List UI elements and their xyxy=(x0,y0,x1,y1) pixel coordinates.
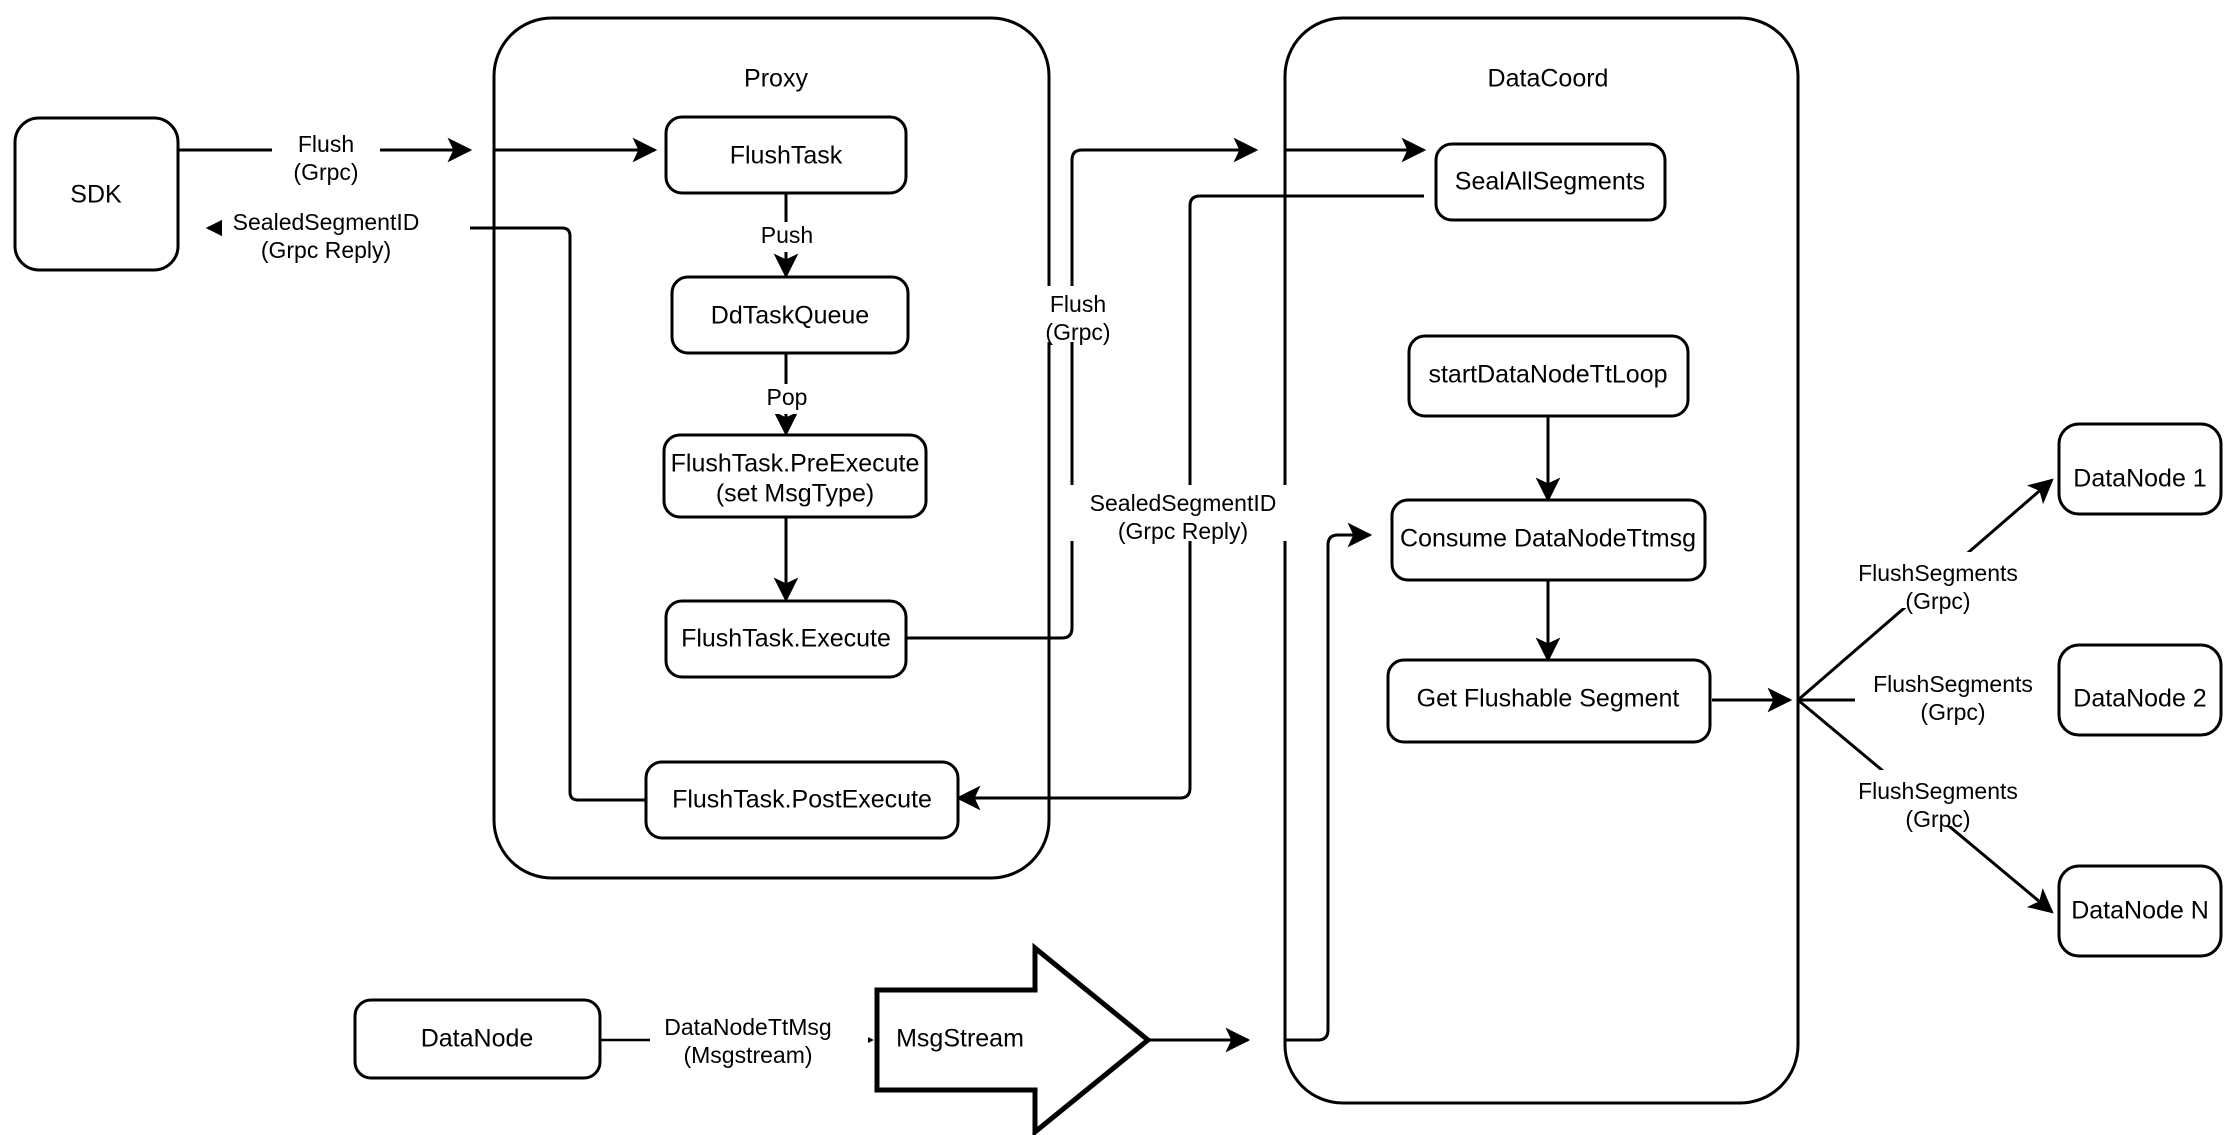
label-bg-sdk-to-proxy xyxy=(272,125,380,181)
datacoord-title: DataCoord xyxy=(1488,65,1609,93)
preexecute-label-line1: FlushTask.PreExecute xyxy=(671,450,920,478)
datanode2-label: DataNode 2 xyxy=(2073,685,2206,713)
datanode-bottom-label: DataNode xyxy=(421,1025,534,1053)
label-flush-datanoden: FlushSegments (Grpc) xyxy=(1840,770,2040,832)
label-flushsegments-dnn-line2: (Grpc) xyxy=(1905,806,1970,832)
label-bg-pop xyxy=(750,384,824,414)
sealallsegments-label: SealAllSegments xyxy=(1455,168,1645,196)
datanoden-label: DataNode N xyxy=(2071,897,2209,925)
consume-datanodettmsg-box[interactable] xyxy=(1390,498,1707,582)
label-bg-push xyxy=(744,222,830,252)
label-pop-text: Pop xyxy=(767,384,808,410)
get-flushable-segment-label: Get Flushable Segment xyxy=(1417,685,1680,713)
startdatanodettloop-label: startDataNodeTtLoop xyxy=(1428,361,1667,389)
label-bg-proxy-to-sdk xyxy=(222,203,470,259)
edge-datacoord-to-consume xyxy=(1285,522,1373,1042)
preexecute-box[interactable] xyxy=(662,433,928,519)
label-flush-datanode1: FlushSegments (Grpc) xyxy=(1840,552,2040,614)
label-coord-to-proxy: SealedSegmentID (Grpc Reply) xyxy=(1062,485,1310,544)
node-flushtask-execute[interactable]: FlushTask.Execute xyxy=(664,599,908,679)
sealallsegments-box[interactable] xyxy=(1434,142,1667,222)
postexecute-label: FlushTask.PostExecute xyxy=(672,786,932,814)
ddtaskqueue-box[interactable] xyxy=(670,275,910,355)
label-push: Push xyxy=(744,222,830,252)
get-flushable-segment-box[interactable] xyxy=(1386,658,1712,744)
label-bg-flush-datanode1 xyxy=(1840,552,2040,608)
label-proxy-to-coord: Flush (Grpc) xyxy=(1024,286,1132,345)
node-ddtaskqueue[interactable]: DdTaskQueue xyxy=(670,275,910,355)
node-flushtask[interactable]: FlushTask xyxy=(664,115,908,195)
consume-datanodettmsg-label: Consume DataNodeTtmsg xyxy=(1400,525,1696,553)
node-msgstream[interactable]: MsgStream xyxy=(874,942,1152,1135)
postexecute-box[interactable] xyxy=(644,760,960,840)
proxy-title: Proxy xyxy=(744,65,808,93)
node-get-flushable-segment[interactable]: Get Flushable Segment xyxy=(1386,658,1712,744)
edge-postexecute-to-sdk xyxy=(205,215,645,802)
label-flushsegments-dnn-line1: FlushSegments xyxy=(1858,778,2018,804)
label-flush-datanode2: FlushSegments (Grpc) xyxy=(1855,663,2055,725)
node-datanode-bottom[interactable]: DataNode xyxy=(353,998,602,1080)
node-flushtask-postexecute[interactable]: FlushTask.PostExecute xyxy=(644,760,960,840)
label-sdk-to-proxy: Flush (Grpc) xyxy=(272,125,380,185)
label-flush-grpc-line2: (Grpc) xyxy=(293,159,358,185)
node-consume-datanodettmsg[interactable]: Consume DataNodeTtmsg xyxy=(1390,498,1707,582)
edge-execute-to-sealallsegments xyxy=(905,137,1259,640)
sdk-label: SDK xyxy=(70,181,122,209)
label-flush-grpc-line1: Flush xyxy=(298,131,354,157)
execute-label: FlushTask.Execute xyxy=(681,625,891,653)
node-startdatanodettloop[interactable]: startDataNodeTtLoop xyxy=(1407,334,1690,418)
label-bg-coord-to-proxy xyxy=(1062,485,1310,541)
datanode-bottom-box[interactable] xyxy=(353,998,602,1080)
node-flushtask-preexecute[interactable]: FlushTask.PreExecute (set MsgType) xyxy=(662,433,928,519)
label-bg-flush-datanoden xyxy=(1840,770,2040,826)
label-flushsegments-dn2-line2: (Grpc) xyxy=(1920,699,1985,725)
datanode1-label: DataNode 1 xyxy=(2073,465,2206,493)
datanode2-box[interactable] xyxy=(2057,643,2223,737)
datanode1-box[interactable] xyxy=(2057,422,2223,516)
datanoden-box[interactable] xyxy=(2057,864,2223,958)
label-flushsegments-dn2-line1: FlushSegments xyxy=(1873,671,2033,697)
label-datanode-to-msgstream: DataNodeTtMsg (Msgstream) xyxy=(650,1010,868,1068)
startdatanodettloop-box[interactable] xyxy=(1407,334,1690,418)
node-datanode-n[interactable]: DataNode N xyxy=(2057,864,2223,958)
label-bg-datanode-to-msgstream xyxy=(650,1010,868,1066)
flushtask-box[interactable] xyxy=(664,115,908,195)
label-sealedsegmentid-line1: SealedSegmentID xyxy=(233,209,420,235)
label-coord-flush-line2: (Grpc) xyxy=(1045,319,1110,345)
ddtaskqueue-label: DdTaskQueue xyxy=(711,302,869,330)
label-push-text: Push xyxy=(761,222,813,248)
label-bg-flush-datanode2 xyxy=(1855,663,2055,719)
label-coord-sealedsegmentid-line2: (Grpc Reply) xyxy=(1118,518,1248,544)
label-sealedsegmentid-line2: (Grpc Reply) xyxy=(261,237,391,263)
msgstream-arrow-shape[interactable] xyxy=(874,942,1152,1135)
sdk-box[interactable] xyxy=(13,116,180,272)
flushtask-label: FlushTask xyxy=(730,142,843,170)
label-pop: Pop xyxy=(750,384,824,414)
label-coord-flush-line1: Flush xyxy=(1050,291,1106,317)
label-datanodettmsg-line2: (Msgstream) xyxy=(683,1042,812,1068)
label-bg-proxy-to-coord xyxy=(1024,286,1132,342)
label-proxy-to-sdk: SealedSegmentID (Grpc Reply) xyxy=(222,203,470,263)
node-datanode-2[interactable]: DataNode 2 xyxy=(2057,643,2223,737)
node-sdk[interactable]: SDK xyxy=(13,116,180,272)
msgstream-label: MsgStream xyxy=(896,1025,1024,1053)
preexecute-label-line2: (set MsgType) xyxy=(716,480,874,508)
node-datanode-1[interactable]: DataNode 1 xyxy=(2057,422,2223,516)
node-sealallsegments[interactable]: SealAllSegments xyxy=(1434,142,1667,222)
label-coord-sealedsegmentid-line1: SealedSegmentID xyxy=(1090,490,1277,516)
label-datanodettmsg-line1: DataNodeTtMsg xyxy=(664,1014,831,1040)
label-flushsegments-dn1-line2: (Grpc) xyxy=(1905,588,1970,614)
execute-box[interactable] xyxy=(664,599,908,679)
label-flushsegments-dn1-line1: FlushSegments xyxy=(1858,560,2018,586)
